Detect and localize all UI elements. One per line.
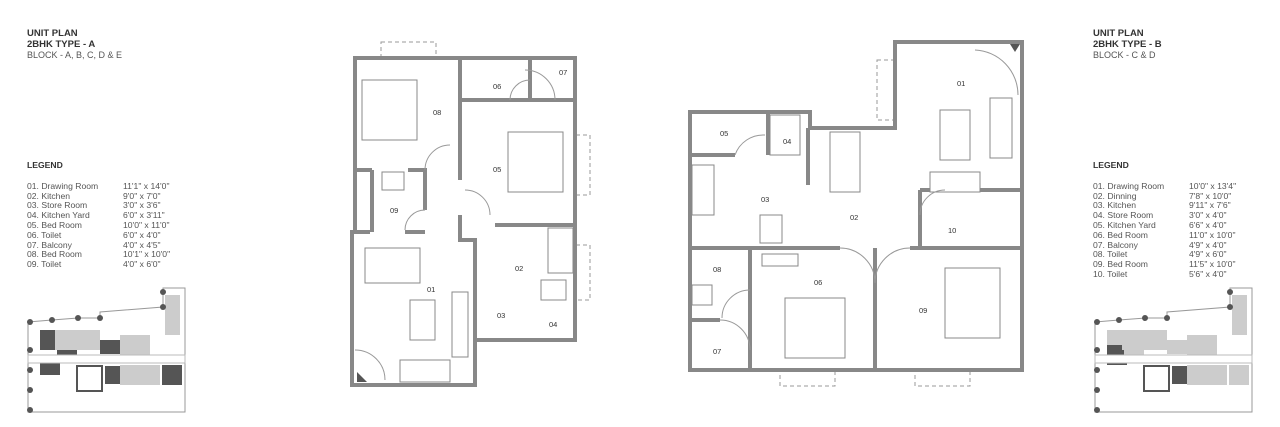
room-label: 02 — [850, 213, 858, 222]
legend-row: 04. Kitchen Yard 6'0" x 3'11" — [27, 210, 170, 221]
room-label: 01 — [957, 79, 965, 88]
legend-row: 05. Bed Room 10'0" x 11'0" — [27, 219, 170, 231]
room-label: 03 — [497, 311, 505, 320]
legend-row: 03. Kitchen 9'11" x 7'6" — [1093, 201, 1236, 211]
legend-row: 04. Store Room 3'0" x 4'0" — [1093, 210, 1236, 221]
room-label: 05 — [493, 165, 501, 174]
room-label: 01 — [427, 285, 435, 294]
legend-room-name: 09. Bed Room — [1093, 259, 1148, 270]
legend-row: 07. Balcony 4'0" x 4'5" — [27, 239, 170, 251]
plan-b-type: 2BHK TYPE - B — [1093, 39, 1162, 50]
legend-row: 08. Bed Room 10'1" x 10'0" — [27, 250, 170, 260]
legend-room-name: 05. Kitchen Yard — [1093, 219, 1156, 230]
legend-room-size: 3'0" x 4'0" — [1189, 210, 1227, 221]
legend-room-name: 08. Toilet — [1093, 249, 1128, 260]
legend-room-size: 5'6" x 4'0" — [1189, 268, 1227, 279]
legend-room-name: 06. Bed Room — [1093, 229, 1148, 240]
legend-row: 03. Store Room 3'0" x 3'6" — [27, 201, 170, 211]
legend-room-name: 03. Kitchen — [1093, 200, 1136, 211]
room-label: 09 — [390, 206, 398, 215]
legend-room-name: 04. Kitchen Yard — [27, 210, 90, 221]
plan-a-type: 2BHK TYPE - A — [27, 39, 96, 50]
legend-title: LEGEND — [1093, 161, 1129, 170]
room-label: 08 — [713, 265, 721, 274]
legend-room-size: 6'0" x 3'11" — [123, 210, 165, 221]
key-plan-a — [27, 287, 186, 413]
plan-a-blocks: BLOCK - A, B, C, D & E — [27, 50, 123, 60]
legend-title: LEGEND — [27, 161, 63, 170]
floor-plan-a: 01 02 03 04 05 06 07 08 09 — [350, 41, 591, 387]
room-label: 07 — [559, 68, 567, 77]
room-label: 04 — [549, 320, 557, 329]
plan-a-header: UNIT PLAN 2BHK TYPE - A BLOCK - A, B, C,… — [27, 28, 122, 61]
legend-row: 09. Bed Room 11'5" x 10'0" — [1093, 259, 1236, 270]
legend-room-size: 6'0" x 4'0" — [123, 229, 161, 240]
legend-room-name: 03. Store Room — [27, 200, 88, 211]
legend-row: 02. Kitchen 9'0" x 7'0" — [27, 190, 170, 202]
legend-room-size: 11'1" x 14'0" — [123, 180, 170, 191]
legend-room-size: 4'0" x 6'0" — [123, 259, 161, 270]
room-label: 04 — [783, 137, 791, 146]
legend-room-size: 6'6" x 4'0" — [1189, 219, 1227, 230]
legend-room-size: 11'5" x 10'0" — [1189, 259, 1236, 270]
plan-b-title: UNIT PLAN — [1093, 28, 1144, 39]
legend-row: 08. Toilet 4'9" x 6'0" — [1093, 250, 1236, 260]
legend-row: 10. Toilet 5'6" x 4'0" — [1093, 268, 1236, 280]
plan-b-header: UNIT PLAN 2BHK TYPE - B BLOCK - C & D — [1093, 28, 1162, 61]
legend-row: 02. Dinning 7'8" x 10'0" — [1093, 190, 1236, 202]
room-label: 06 — [814, 278, 822, 287]
room-label: 07 — [713, 347, 721, 356]
legend-room-size: 11'0" x 10'0" — [1189, 229, 1236, 240]
legend-room-size: 4'9" x 4'0" — [1189, 239, 1227, 250]
plan-a-title: UNIT PLAN — [27, 28, 78, 39]
legend-room-size: 3'0" x 3'6" — [123, 200, 161, 211]
legend-room-name: 01. Drawing Room — [1093, 180, 1165, 191]
legend-row: 07. Balcony 4'9" x 4'0" — [1093, 239, 1236, 251]
legend-room-size: 4'9" x 6'0" — [1189, 249, 1227, 260]
legend-room-name: 01. Drawing Room — [27, 180, 99, 191]
floor-plan-b: 01 02 03 04 05 06 07 08 09 10 — [688, 40, 1024, 387]
legend-room-name: 05. Bed Room — [27, 219, 82, 230]
legend-room-name: 10. Toilet — [1093, 268, 1128, 279]
plan-b-blocks: BLOCK - C & D — [1093, 50, 1156, 60]
legend-room-size: 4'0" x 4'5" — [123, 239, 161, 250]
legend-room-name: 04. Store Room — [1093, 210, 1154, 221]
room-label: 09 — [919, 306, 927, 315]
legend-room-name: 08. Bed Room — [27, 249, 82, 260]
legend-room-name: 06. Toilet — [27, 229, 62, 240]
legend-room-name: 02. Kitchen — [27, 190, 70, 201]
legend-row: 06. Toilet 6'0" x 4'0" — [27, 229, 170, 241]
legend-room-size: 10'0" x 13'4" — [1189, 180, 1237, 191]
legend-row: 05. Kitchen Yard 6'6" x 4'0" — [1093, 219, 1236, 231]
legend-row: 01. Drawing Room 11'1" x 14'0" — [27, 180, 170, 192]
legend-room-size: 9'11" x 7'6" — [1189, 200, 1231, 211]
legend-room-size: 9'0" x 7'0" — [123, 190, 161, 201]
room-label: 05 — [720, 129, 728, 138]
legend-room-name: 07. Balcony — [27, 239, 72, 250]
room-label: 08 — [433, 108, 441, 117]
room-label: 02 — [515, 264, 523, 273]
key-plan-b — [1094, 287, 1253, 413]
room-label: 03 — [761, 195, 769, 204]
legend-room-name: 09. Toilet — [27, 259, 62, 270]
legend-room-name: 07. Balcony — [1093, 239, 1138, 250]
legend-row: 01. Drawing Room 10'0" x 13'4" — [1093, 180, 1237, 192]
legend-row: 09. Toilet 4'0" x 6'0" — [27, 259, 170, 270]
legend-room-size: 10'0" x 11'0" — [123, 219, 170, 230]
room-label: 10 — [948, 226, 956, 235]
legend-row: 06. Bed Room 11'0" x 10'0" — [1093, 229, 1236, 241]
legend-room-size: 7'8" x 10'0" — [1189, 190, 1232, 201]
legend-room-name: 02. Dinning — [1093, 190, 1137, 201]
room-label: 06 — [493, 82, 501, 91]
legend-room-size: 10'1" x 10'0" — [123, 249, 171, 260]
